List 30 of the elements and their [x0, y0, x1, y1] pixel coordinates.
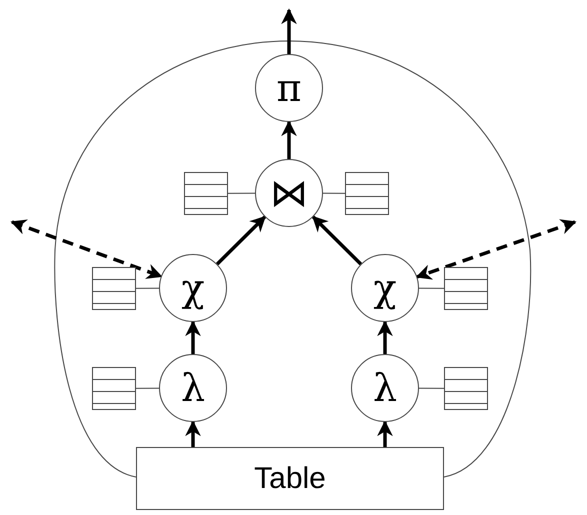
arrow — [312, 216, 362, 266]
connector-line — [136, 388, 160, 389]
arrow — [281, 120, 297, 159]
operator-symbol: λ — [180, 369, 206, 407]
connector-line — [228, 192, 256, 194]
connector-line — [418, 288, 444, 289]
buffer-box — [444, 267, 488, 310]
operator-symbol: χ — [181, 269, 205, 307]
arrow — [185, 420, 201, 447]
operator-symbol: χ — [373, 269, 397, 307]
arrow — [281, 8, 297, 54]
operator-symbol: ⋈ — [270, 174, 308, 212]
buffer-box — [345, 172, 389, 215]
arrow — [377, 320, 393, 354]
buffer-box — [92, 267, 136, 310]
double-arrow — [416, 219, 576, 280]
operator-symbol: π — [276, 69, 302, 107]
connector-line — [322, 192, 346, 194]
arrow — [216, 216, 266, 266]
buffer-box — [444, 367, 488, 410]
buffer-box — [184, 172, 228, 215]
table-label: Table — [254, 464, 326, 494]
double-arrow — [10, 219, 163, 279]
table-box — [136, 447, 444, 510]
connector-line — [418, 388, 444, 389]
operator-symbol: λ — [372, 369, 398, 407]
arrow — [377, 420, 393, 447]
connector-line — [136, 288, 160, 289]
arrow — [185, 320, 201, 354]
buffer-box — [92, 367, 136, 410]
